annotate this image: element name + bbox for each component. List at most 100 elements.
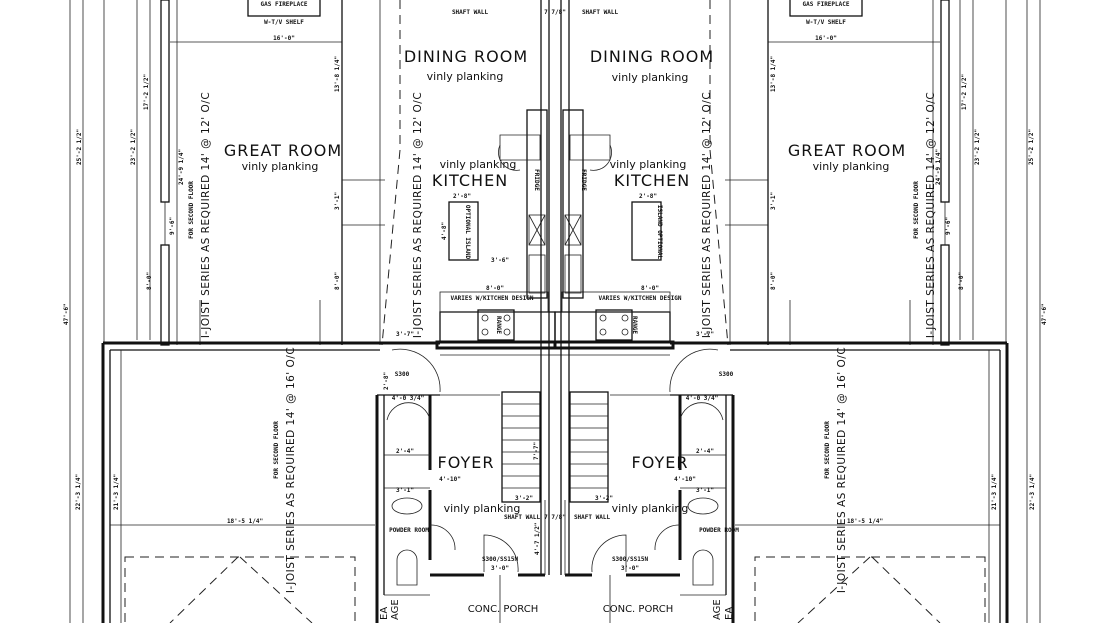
dimension: 9'-6": [945, 217, 952, 235]
joist-note: I-JOIST SERIES AS REQUIRED 14' @ 12' O/C: [412, 92, 424, 338]
shaft-wall-label: SHAFT WALL: [504, 514, 541, 521]
shaft-wall-label: SHAFT WALL: [452, 9, 489, 16]
dimension: 3'-7": [696, 331, 714, 338]
fridge-label: FRIDGE: [533, 169, 540, 191]
dimension: 4'-7 1/2": [534, 522, 541, 555]
dimension: 22'-3 1/4": [75, 474, 82, 510]
dimension: 13'-8 1/4": [334, 56, 341, 92]
dimension: 4'-0 3/4": [392, 395, 425, 402]
flooring-label: vinly planking: [610, 158, 687, 171]
dimension: 2'-8": [383, 372, 390, 390]
second-floor-note: FOR SECOND FLOOR: [273, 421, 280, 479]
flooring-label: vinly planking: [427, 70, 504, 83]
room-label-dining: DINING ROOM: [404, 47, 528, 66]
joist-note: I-JOIST SERIES AS REQUIRED 14' @ 16' O/C: [285, 347, 297, 593]
area-label: EA: [379, 607, 390, 620]
flooring-label: vinly planking: [242, 160, 319, 173]
room-label-foyer: FOYER: [438, 453, 495, 472]
dimension: 17'-2 1/2": [961, 74, 968, 110]
door-spec-label: S300/SS15N: [482, 556, 519, 563]
second-floor-note: FOR SECOND FLOOR: [913, 181, 920, 239]
shaft-dimension: 7 7/8": [544, 9, 566, 16]
shaft-wall-label: SHAFT WALL: [574, 514, 611, 521]
room-label-great-room: GREAT ROOM: [224, 141, 342, 160]
dimension: 3'-1": [334, 192, 341, 210]
dimension: 25'-2 1/2": [76, 129, 83, 165]
dimension: 13'-8 1/4": [770, 56, 777, 92]
joist-note: I-JOIST SERIES AS REQUIRED 14' @ 16' O/C: [836, 347, 848, 593]
dimension: 9'-6": [169, 217, 176, 235]
shaft-dimension: 7 7/8": [544, 514, 566, 521]
dimension: 3'-0": [621, 565, 639, 572]
varies-label: VARIES W/KITCHEN DESIGN: [598, 295, 681, 302]
dimension: 2'-4": [396, 448, 414, 455]
dimension: 23'-2 1/2": [974, 129, 981, 165]
side-door-label: S300: [395, 371, 410, 378]
dimension: 3'-2": [515, 495, 533, 502]
joist-note: I-JOIST SERIES AS REQUIRED 14' @ 12' O/C: [200, 92, 212, 338]
dimension: 8'-0": [958, 272, 965, 290]
flooring-label: vinly planking: [440, 158, 517, 171]
fireplace-label: GAS FIREPLACE: [803, 1, 850, 8]
porch-label: CONC. PORCH: [603, 604, 674, 615]
dimension: 3'-2": [595, 495, 613, 502]
dimension: 16'-0": [815, 35, 837, 42]
fireplace-label: GAS FIREPLACE: [261, 1, 308, 8]
varies-label: VARIES W/KITCHEN DESIGN: [450, 295, 533, 302]
island-label: ISLAND OPTIONAL: [656, 205, 663, 260]
left-unit-labels: GAS FIREPLACE W-T/V SHELF 16'-0" SHAFT W…: [63, 1, 541, 620]
room-label-kitchen: KITCHEN: [614, 171, 690, 190]
dimension: 21'-3 1/4": [113, 474, 120, 510]
range-label: RANGE: [495, 316, 502, 334]
dimension: 3'-7": [396, 331, 414, 338]
dimension: 8'-0": [486, 285, 504, 292]
dimension: 3'-6": [491, 257, 509, 264]
garage-label: AGE: [390, 599, 401, 620]
joist-note: I-JOIST SERIES AS REQUIRED 14' @ 12' O/C: [925, 92, 937, 338]
dimension: 17'-2 1/2": [143, 74, 150, 110]
flooring-label: vinly planking: [612, 71, 689, 84]
dimension: 8'-0": [641, 285, 659, 292]
door-spec-label: S300/SS15N: [612, 556, 649, 563]
flooring-label: vinly planking: [444, 502, 521, 515]
dimension: 25'-2 1/2": [1028, 129, 1035, 165]
powder-room-label: POWDER ROOM: [389, 527, 429, 534]
island-label: OPTIONAL ISLAND: [464, 205, 471, 260]
dimension: 3'-1": [396, 487, 414, 494]
dimension: 24'-9 1/4": [178, 149, 185, 185]
dimension: 2'-8": [639, 193, 657, 200]
dimension: 4'-8": [441, 222, 448, 240]
dimension: 23'-2 1/2": [130, 129, 137, 165]
fridge-label: FRIDGE: [580, 169, 587, 191]
dimension: 3'-0": [491, 565, 509, 572]
room-label-great-room: GREAT ROOM: [788, 141, 906, 160]
room-label-dining: DINING ROOM: [590, 47, 714, 66]
dimension: 47'-6": [63, 303, 70, 325]
dimension: 2'-4": [696, 448, 714, 455]
porch-label: CONC. PORCH: [468, 604, 539, 615]
side-door-label: S300: [719, 371, 734, 378]
second-floor-note: FOR SECOND FLOOR: [824, 421, 831, 479]
dimension: 7'-7": [533, 442, 540, 460]
flooring-label: vinly planking: [813, 160, 890, 173]
dimension: 18'-5 1/4": [847, 518, 883, 525]
dimension: 22'-3 1/4": [1029, 474, 1036, 510]
dimension: 8'-0": [334, 272, 341, 290]
area-label: EA: [724, 607, 735, 620]
dimension: 4'-10": [674, 476, 696, 483]
flooring-label: vinly planking: [612, 502, 689, 515]
dimension: 21'-3 1/4": [991, 474, 998, 510]
garage-label: AGE: [712, 599, 723, 620]
dimension: 47'-6": [1041, 303, 1048, 325]
dimension: 24'-9 1/4": [935, 149, 942, 185]
dimension: 3'-1": [696, 487, 714, 494]
dimension: 3'-1": [770, 192, 777, 210]
room-label-kitchen: KITCHEN: [432, 171, 508, 190]
dimension: 4'-10": [439, 476, 461, 483]
right-unit-labels: GAS FIREPLACE W-T/V SHELF 16'-0" 7 7/8" …: [544, 1, 1048, 620]
tv-shelf-label: W-T/V SHELF: [264, 19, 304, 26]
range-label: RANGE: [631, 316, 638, 334]
dimension: 2'-8": [453, 193, 471, 200]
joist-note: I-JOIST SERIES AS REQUIRED 14' @ 12' O/C: [701, 92, 713, 338]
